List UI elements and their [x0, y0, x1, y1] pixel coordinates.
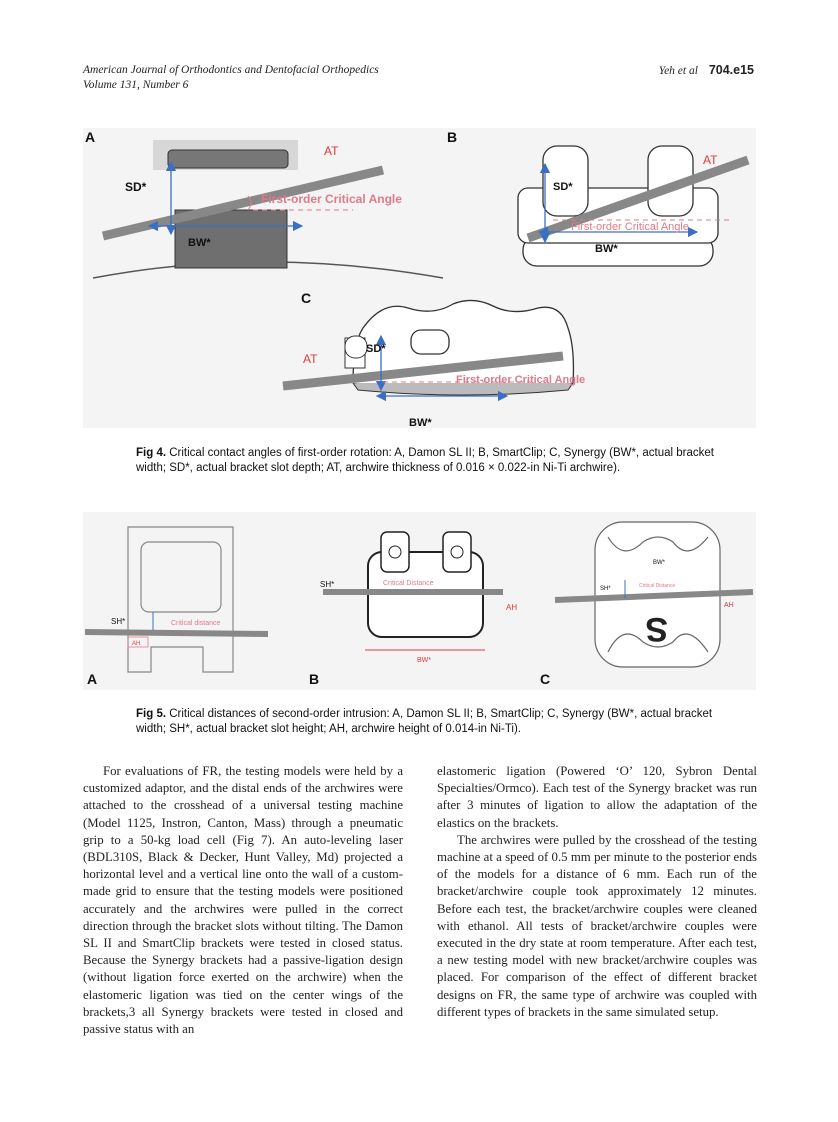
fig5-panel-c-letter: C	[540, 671, 550, 687]
figure-5-drawing: A SH* AH Critical distance B SH* AH BW* …	[84, 521, 754, 687]
fig4c-slot	[410, 329, 450, 355]
fig5a-bracket-outline	[127, 526, 234, 673]
fig4c-bw-label: BW*	[409, 417, 432, 428]
fig4b-angle-label: First-order Critical Angle	[571, 221, 689, 233]
fig5c-archwire	[554, 589, 754, 603]
fig5b-bw-label: BW*	[417, 657, 431, 664]
fig4c-sd-label: SD*	[366, 343, 386, 355]
figure-4-drawing: A SD* BW* AT First-order Critical Angle …	[85, 129, 750, 429]
fig5-panel-b-letter: B	[309, 671, 319, 687]
body-column-right: elastomeric ligation (Powered ‘O’ 120, S…	[437, 763, 757, 1021]
journal-name: American Journal of Orthodontics and Den…	[83, 64, 379, 76]
fig4a-bracket-body	[174, 209, 288, 269]
fig5a-ah-box	[127, 636, 149, 648]
fig5a-ah-label: AH	[132, 641, 140, 647]
fig5a-bracket-inner	[140, 541, 222, 613]
fig5b-critical-label: Critical Distance	[383, 580, 434, 587]
running-header-left: American Journal of Orthodontics and Den…	[83, 63, 379, 93]
fig4-panel-a-letter: A	[85, 129, 95, 145]
fig4b-archwire	[526, 155, 750, 243]
fig5c-critical-label: Critical Distance	[639, 583, 675, 589]
fig5a-critical-label: Critical distance	[171, 620, 221, 627]
body-paragraph-2: elastomeric ligation (Powered ‘O’ 120, S…	[437, 764, 757, 830]
fig5c-top-curve	[607, 536, 709, 552]
page-number: 704.e15	[708, 63, 754, 77]
figure-5: A SH* AH Critical distance B SH* AH BW* …	[83, 512, 756, 690]
body-paragraph-3: The archwires were pulled by the crosshe…	[437, 832, 757, 1019]
fig5c-s-glyph: S	[645, 610, 668, 648]
fig4c-angle-label: First-order Critical Angle	[456, 374, 585, 386]
fig4b-sd-label: SD*	[553, 181, 573, 193]
fig5b-left-hole	[388, 545, 402, 559]
fig5a-sh-label: SH*	[111, 617, 125, 626]
fig5c-bw-label: BW*	[653, 560, 666, 566]
figure-5-caption: Fig 5. Critical distances of second-orde…	[136, 707, 736, 737]
authors: Yeh et al	[658, 65, 698, 77]
fig5b-right-hole	[450, 545, 464, 559]
fig4b-at-label: AT	[703, 153, 718, 167]
figure-5-caption-text: Critical distances of second-order intru…	[136, 708, 713, 735]
fig5b-sh-label: SH*	[320, 580, 334, 589]
volume-info: Volume 131, Number 6	[83, 79, 189, 91]
fig4a-sd-label: SD*	[125, 180, 147, 194]
fig4a-bw-label: BW*	[188, 237, 211, 249]
fig5c-ah-label: AH	[724, 602, 734, 609]
fig5a-archwire	[84, 629, 269, 637]
running-header-right: Yeh et al 704.e15	[659, 63, 754, 77]
figure-4-caption-text: Critical contact angles of first-order r…	[136, 447, 714, 474]
figure-4-caption-prefix: Fig 4.	[136, 447, 167, 459]
fig4a-angle-label: First-order Critical Angle	[261, 192, 402, 206]
figure-4-caption: Fig 4. Critical contact angles of first-…	[136, 446, 726, 476]
fig5b-ah-label: AH	[506, 603, 517, 612]
figure-5-caption-prefix: Fig 5.	[136, 708, 167, 720]
fig5c-sh-label: SH*	[600, 586, 611, 592]
fig5c-bottom-curve	[607, 633, 709, 653]
fig4-panel-c-letter: C	[301, 290, 311, 306]
fig4c-at-label: AT	[303, 352, 318, 366]
fig4c-archwire	[282, 351, 564, 391]
fig4a-bracket-cap	[167, 149, 289, 169]
body-paragraph-1: For evaluations of FR, the testing model…	[83, 764, 403, 1037]
fig4b-bw-label: BW*	[595, 243, 618, 255]
fig5-panel-a-letter: A	[87, 671, 97, 687]
fig4a-at-label: AT	[324, 144, 339, 158]
figure-4: A SD* BW* AT First-order Critical Angle …	[83, 128, 756, 429]
fig4a-angle-arc	[247, 195, 252, 211]
body-column-left: For evaluations of FR, the testing model…	[83, 763, 403, 1038]
fig4-panel-b-letter: B	[447, 129, 457, 145]
fig4c-left-loop	[344, 335, 368, 359]
